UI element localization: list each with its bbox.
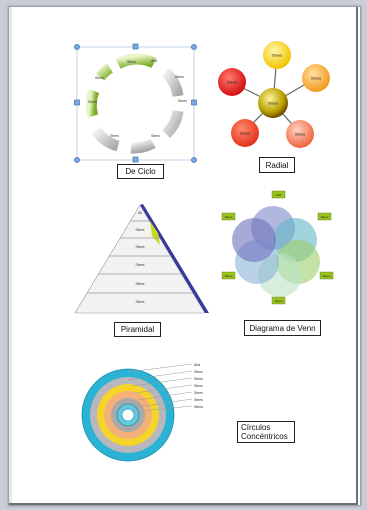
concentric-label: Stees [194,398,203,402]
cycle-segment [95,63,114,81]
pyramid-label: Alt [138,211,142,215]
caption-line-2: Concéntricos [241,432,288,441]
venn-tag [271,296,286,305]
caption-radial[interactable]: Radial [259,157,295,173]
pyramid-label: Stees [136,282,145,286]
caption-circulos-concentricos[interactable]: Círculos Concéntricos [237,421,295,443]
selection-handle-icon[interactable] [74,99,80,106]
caption-diagrama-de-venn[interactable]: Diagrama de Venn [244,320,321,336]
cycle-segment [115,53,157,69]
selection-handle-icon[interactable] [191,44,197,50]
selection-handle-icon[interactable] [74,157,80,163]
radial-label: Stees [227,80,237,85]
venn-label: Stees [323,274,331,278]
venn-label: Stees [321,215,329,219]
cycle-label: Abd [151,59,157,63]
page-left-edge [9,7,12,503]
cycle-segment [91,126,120,152]
concentric-label: Abd [194,363,200,367]
selection-handle-icon[interactable] [132,43,139,50]
pyramid-label: Stees [136,228,145,232]
radial-node [231,119,259,147]
venn-label: Stees [225,274,233,278]
cycle-label: Stees [178,99,187,103]
radial-label: Stees [272,53,282,58]
pyramid-accent [150,221,160,245]
radial-node [302,64,330,92]
cycle-label: Stees [175,75,184,79]
cycle-segment [130,138,156,154]
radial-center-node [258,88,288,118]
cycle-segment [161,67,184,98]
venn-tag [221,212,236,221]
pyramid-label: Stees [136,263,145,267]
radial-label: Stees [295,132,305,137]
venn-label: Abd [276,193,282,197]
radial-node [218,68,246,96]
venn-label: Stees [275,299,283,303]
pyramid-edge [140,204,209,313]
cycle-segment [162,109,184,139]
concentric-ring [121,408,135,422]
page-shadow-right [356,7,358,503]
radial-diagram[interactable]: Stees Stees Stees Stees Stees Stees [218,41,330,148]
cycle-diagram[interactable]: Abd Stees Stees Stees Stees Stees Stees … [74,43,197,163]
venn-label: Stees [225,215,233,219]
page-shadow-bottom [9,503,358,505]
caption-line-1: Círculos [241,423,271,432]
caption-piramidal[interactable]: Piramidal [114,322,161,337]
cycle-label: Stees [95,76,104,80]
pyramid-label: Stees [136,300,145,304]
selection-handle-icon[interactable] [74,44,80,50]
concentric-label: Stees [194,370,203,374]
concentric-label: Stees [194,405,203,409]
venn-tag [221,271,236,280]
venn-tag [271,190,286,199]
pyramid-diagram[interactable]: Alt Stees Stees Stees Stees Stees [74,204,209,314]
radial-center-label: Stees [268,101,278,106]
cycle-label: Stees [110,134,119,138]
selection-handle-icon[interactable] [191,157,197,163]
radial-node [263,41,291,69]
concentric-label: Stees [194,391,203,395]
caption-de-ciclo[interactable]: De Ciclo [117,164,164,179]
cycle-label: Stees [127,60,136,64]
venn-circle [232,218,276,262]
concentric-label: Stees [194,384,203,388]
selection-handle-icon[interactable] [191,99,197,106]
radial-label: Stees [311,76,321,81]
selection-handle-icon[interactable] [132,156,139,163]
cycle-segment [85,88,100,118]
radial-node [286,120,314,148]
cycle-label: Stees [151,134,160,138]
concentric-diagram[interactable]: Abd Stees Stees Stees Stees Stees Stees [81,363,203,462]
venn-diagram[interactable]: Abd Stees Stees Stees Stees Stees [221,190,334,305]
pyramid-label: Stees [136,245,145,249]
concentric-label: Stees [194,377,203,381]
radial-label: Stees [240,131,250,136]
venn-tag [319,271,334,280]
venn-tag [317,212,332,221]
cycle-label: Stees [88,100,97,104]
